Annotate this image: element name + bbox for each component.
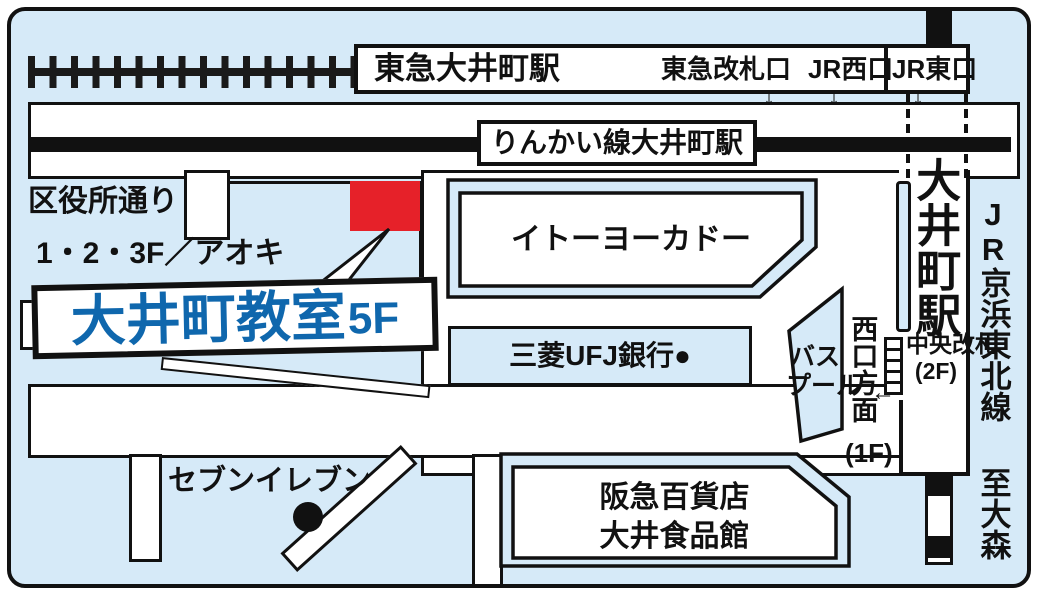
floors-aoki-label: 1・2・3F／アオキ <box>36 237 285 270</box>
to-omori-label: 至大森 <box>975 467 1011 560</box>
tokyu-railroad-track-icon <box>28 56 355 88</box>
west-floor-label: (1F) <box>845 438 893 468</box>
ito-yokado-label: イトーヨーカドー <box>511 223 751 256</box>
station-dashed-line-left <box>906 94 910 178</box>
street-bottom-left <box>129 454 162 562</box>
tokyu-gate-label: 東急改札口 <box>661 54 792 84</box>
rinkai-station-label: りんかい線大井町駅 <box>490 127 743 159</box>
bank-label: 三菱UFJ銀行● <box>509 340 691 372</box>
tokyu-gate-down-arrow-icon: ↓ <box>763 83 775 110</box>
central-gate-label: 中央改札 (2F) <box>906 331 998 385</box>
jr-west-down-arrow-icon: ↓ <box>828 83 840 110</box>
street-middle-band <box>28 384 903 458</box>
street-bottom-mid <box>472 454 503 584</box>
seven-eleven-label: セブンイレブン <box>168 465 372 497</box>
target-building-red-box <box>350 181 420 231</box>
map-layer: 東急大井町駅 東急改札口 JR西口 JR東口 ↓ ↓ ↓ りんかい線大井町駅 区… <box>11 11 1027 584</box>
street-vertical-left <box>184 170 230 240</box>
hankyu-label: 阪急百貨店 大井食品館 <box>599 481 750 553</box>
jr-east-down-arrow-icon: ↓ <box>912 83 924 110</box>
bank-box: 三菱UFJ銀行● <box>448 326 752 386</box>
oimachi-station-label: 大井町駅 <box>909 157 961 337</box>
seven-eleven-marker <box>293 502 323 532</box>
classroom-name-label: 大井町教室 <box>70 284 347 352</box>
track-segment-bottom <box>928 536 950 558</box>
tokyu-station-box <box>354 44 970 94</box>
target-block-outline <box>228 181 422 331</box>
jr-east-box-divider <box>884 44 888 94</box>
jr-track-bottom-icon <box>925 473 953 565</box>
jr-west-exit-label: JR西口 <box>808 54 894 84</box>
bus-pool-label: バス プール <box>786 343 862 400</box>
kuyakusho-street-label: 区役所通り <box>28 185 178 218</box>
jr-east-exit-label: JR東口 <box>892 54 978 84</box>
tokyu-station-label: 東急大井町駅 <box>374 51 560 86</box>
stairs-icon <box>884 337 903 395</box>
west-direction-label: 西口方面 <box>847 315 878 423</box>
classroom-floor-label: 5F <box>347 293 400 344</box>
platform-strip <box>896 181 911 332</box>
track-segment-top <box>928 476 950 496</box>
rinkai-station-box: りんかい線大井町駅 <box>477 120 757 166</box>
classroom-callout-box: 大井町教室 5F <box>31 276 439 360</box>
jr-track-top-icon <box>926 11 952 46</box>
jr-keihin-tohoku-label: JR京浜東北線 <box>975 197 1011 422</box>
station-strip-left-border <box>899 400 903 476</box>
station-dashed-line-right <box>964 94 968 178</box>
map-rounded-frame: 東急大井町駅 東急改札口 JR西口 JR東口 ↓ ↓ ↓ りんかい線大井町駅 区… <box>7 7 1031 588</box>
